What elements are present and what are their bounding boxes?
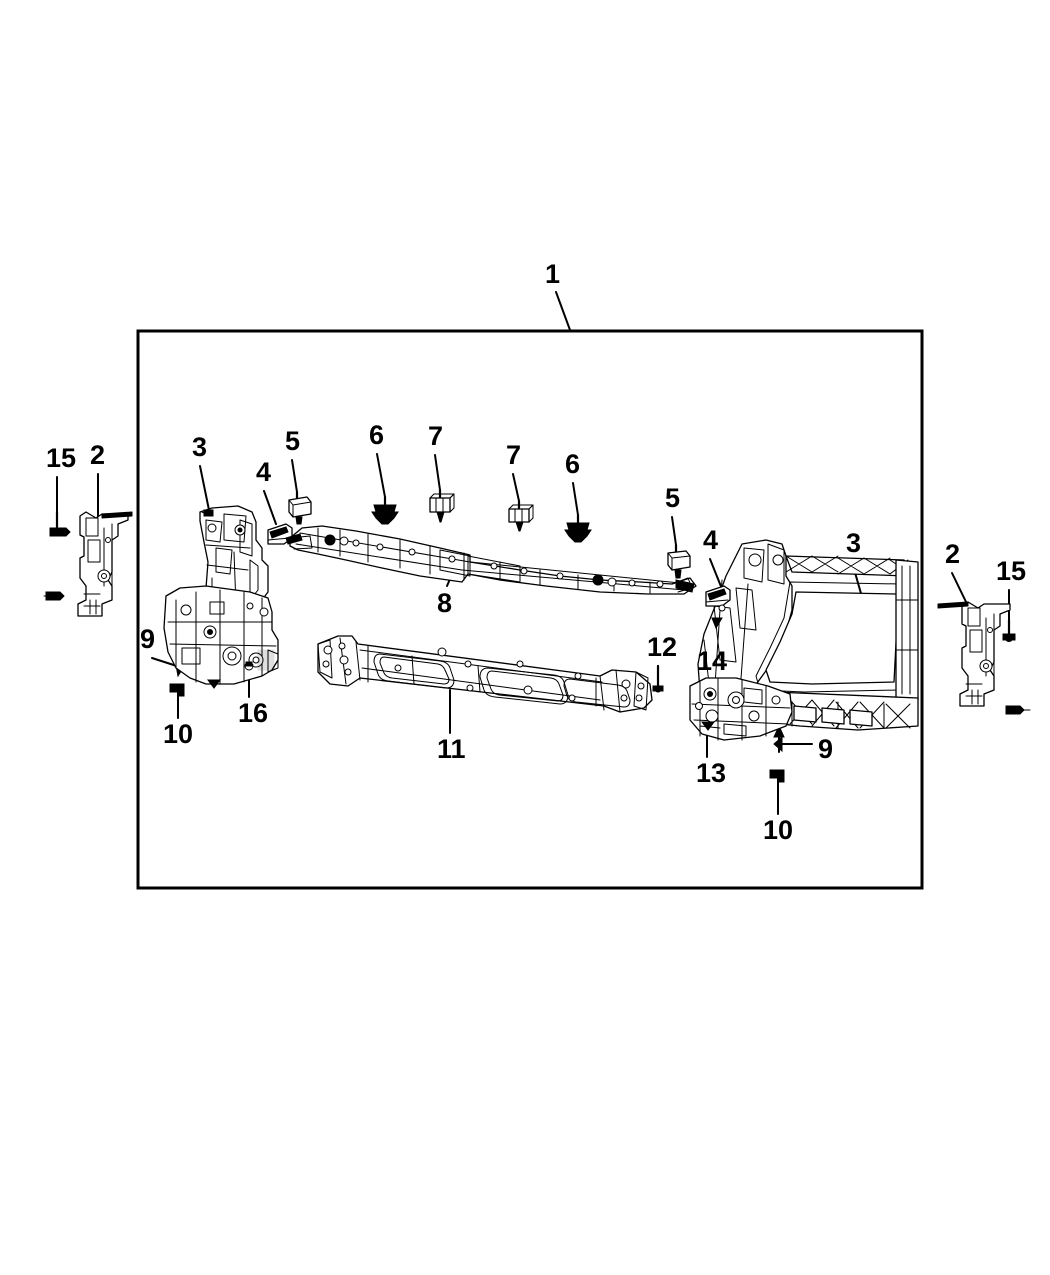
part-3-left-support: [163, 505, 279, 685]
callout-15-left: 15: [46, 443, 77, 473]
callout-7-a: 7: [428, 421, 444, 451]
callout-7-b: 7: [506, 440, 522, 470]
callout-12: 12: [647, 632, 678, 662]
callout-16: 16: [238, 698, 269, 728]
part-3-right-support: [689, 539, 919, 741]
part-15-right-screw: [1002, 618, 1016, 642]
part-15-right-screw-lower: [1005, 705, 1031, 715]
part-14-pin: [711, 604, 726, 630]
part-3-left-fastener: [201, 509, 214, 517]
part-6-pushpin-b: [564, 513, 592, 543]
callout-5-right: 5: [665, 483, 681, 513]
callout-11: 11: [437, 734, 466, 764]
callout-1: 1: [545, 259, 561, 289]
callout-10-right: 10: [763, 815, 794, 845]
callout-4-left: 4: [256, 457, 272, 487]
part-5-right-clip: [667, 543, 691, 579]
part-15-left-screw-lower: [43, 591, 65, 601]
callout-6-b: 6: [565, 449, 581, 479]
part-13-bolt: [695, 702, 715, 731]
part-6-pushpin-a: [371, 495, 399, 525]
part-11-lower-crossmember: [317, 635, 653, 713]
part-10-right-unut: [769, 769, 785, 783]
callout-13: 13: [696, 758, 727, 788]
callout-2-left: 2: [90, 440, 106, 470]
callout-3-left: 3: [192, 432, 208, 462]
part-2-right-bracket: [937, 601, 1011, 707]
part-15-left-screw: [49, 510, 71, 537]
part-10-left-unut: [169, 683, 185, 697]
leader-lines: [56, 291, 1010, 815]
part-4-right-wedge: [705, 585, 731, 607]
callout-15-right: 15: [996, 556, 1027, 586]
callout-10-left: 10: [163, 719, 194, 749]
part-8-upper-crossmember: [285, 525, 697, 595]
callout-3-right: 3: [846, 528, 862, 558]
part-7-clip-b: [508, 499, 534, 532]
callout-4-right: 4: [703, 525, 719, 555]
part-12-screw: [652, 664, 664, 693]
part-5-left-clip: [288, 490, 312, 525]
callout-8: 8: [437, 588, 453, 618]
part-16-bolt-left: [207, 661, 254, 689]
part-2-left-bracket: [77, 511, 133, 617]
part-7-clip-a: [429, 488, 455, 523]
callout-5-left: 5: [285, 426, 301, 456]
callout-9-right: 9: [818, 734, 834, 764]
callout-6-a: 6: [369, 420, 385, 450]
callout-2-right: 2: [945, 539, 961, 569]
callout-9-left: 9: [140, 624, 156, 654]
callout-14: 14: [697, 646, 728, 676]
